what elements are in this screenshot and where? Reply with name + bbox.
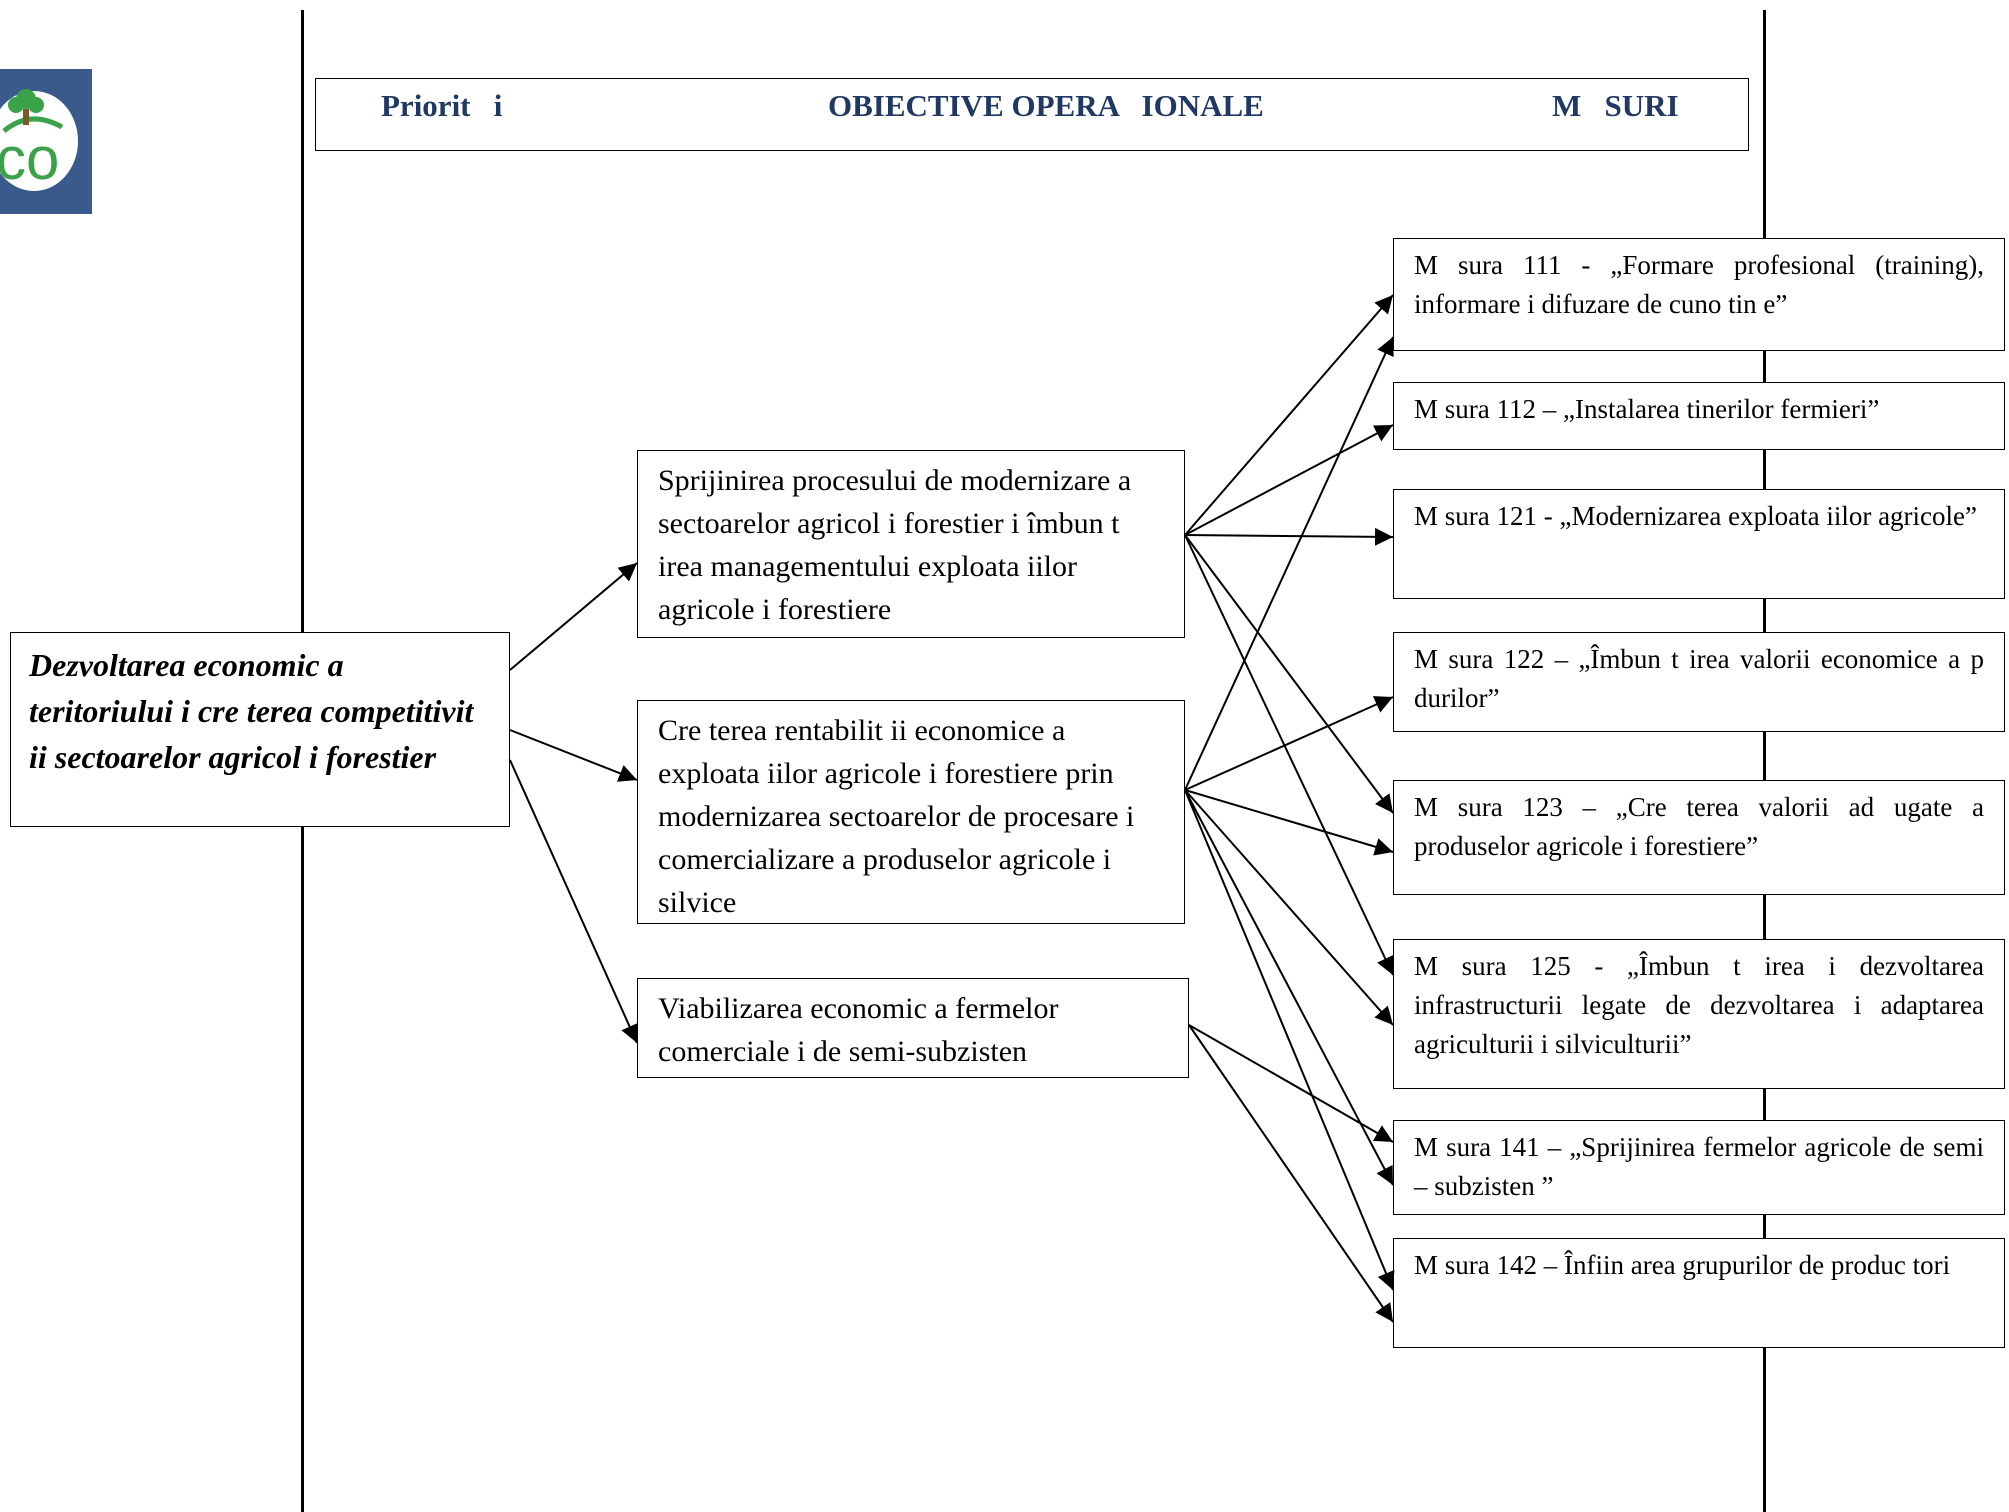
arrow-obj1-m121 (1184, 527, 1394, 546)
measure-box-141: M sura 141 – „Sprijinirea fermelor agric… (1393, 1120, 2005, 1215)
priority-text: Dezvoltarea economic a teritoriului i cr… (29, 647, 474, 775)
arrow-obj2-m141 (1184, 789, 1394, 1186)
measure-text: M sura 111 - „Formare profesional (train… (1414, 250, 1984, 319)
objective-text: Viabilizarea economic a fermelor comerci… (658, 992, 1059, 1068)
arrow-obj2-m142 (1184, 789, 1395, 1291)
objective-box-3: Viabilizarea economic a fermelor comerci… (637, 978, 1189, 1078)
measure-text: M sura 125 - „Îmbun t irea i dezvoltarea… (1414, 951, 1984, 1059)
column-divider-right (1763, 10, 1766, 1512)
tree-logo-icon: co (0, 89, 78, 192)
measure-box-125: M sura 125 - „Îmbun t irea i dezvoltarea… (1393, 939, 2005, 1089)
measure-text: M sura 123 – „Cre terea valorii ad ugate… (1414, 792, 1984, 861)
objective-text: Sprijinirea procesului de modernizare a … (658, 464, 1132, 626)
measure-text: M sura 121 - „Modernizarea exploata iilo… (1414, 501, 1978, 531)
measure-box-112: M sura 112 – „Instalarea tinerilor fermi… (1393, 382, 2005, 450)
objective-box-2: Cre terea rentabilit ii economice a expl… (637, 700, 1185, 924)
objective-text: Cre terea rentabilit ii economice a expl… (658, 714, 1135, 919)
measure-text: M sura 112 – „Instalarea tinerilor fermi… (1414, 394, 1880, 424)
measure-text: M sura 122 – „Îmbun t irea valorii econo… (1414, 644, 1984, 713)
arrow-obj1-m111 (1184, 294, 1394, 536)
arrow-obj1-m123 (1184, 534, 1394, 814)
header-band (315, 78, 1749, 151)
arrow-obj3-m141 (1188, 1024, 1394, 1143)
arrow-obj1-m112 (1184, 424, 1394, 536)
measure-box-121: M sura 121 - „Modernizarea exploata iilo… (1393, 489, 2005, 599)
arrow-priority-objective-2 (509, 729, 638, 782)
arrow-priority-objective-3 (509, 759, 638, 1044)
arrow-obj3-m142 (1188, 1024, 1394, 1323)
measure-box-111: M sura 111 - „Formare profesional (train… (1393, 238, 2005, 351)
measure-box-142: M sura 142 – Înfiin area grupurilor de p… (1393, 1238, 2005, 1348)
arrow-priority-objective-1 (509, 562, 638, 671)
arrow-obj1-m125 (1184, 534, 1394, 976)
header-priorities: Priorit i (381, 88, 503, 123)
measure-text: M sura 141 – „Sprijinirea fermelor agric… (1414, 1132, 1984, 1201)
arrow-obj2-m123 (1184, 789, 1394, 856)
arrow-obj2-m111 (1184, 336, 1394, 791)
header-measures: M SURI (1552, 88, 1679, 123)
measure-box-122: M sura 122 – „Îmbun t irea valorii econo… (1393, 632, 2005, 732)
objective-box-1: Sprijinirea procesului de modernizare a … (637, 450, 1185, 638)
arrow-obj2-m122 (1184, 696, 1394, 791)
header-objectives: OBIECTIVE OPERA IONALE (828, 88, 1264, 123)
logo: co (0, 69, 92, 214)
measure-text: M sura 142 – Înfiin area grupurilor de p… (1414, 1250, 1951, 1280)
svg-text:co: co (0, 125, 59, 192)
arrow-obj2-m125 (1184, 789, 1394, 1026)
priority-box: Dezvoltarea economic a teritoriului i cr… (10, 632, 510, 827)
measure-box-123: M sura 123 – „Cre terea valorii ad ugate… (1393, 780, 2005, 895)
